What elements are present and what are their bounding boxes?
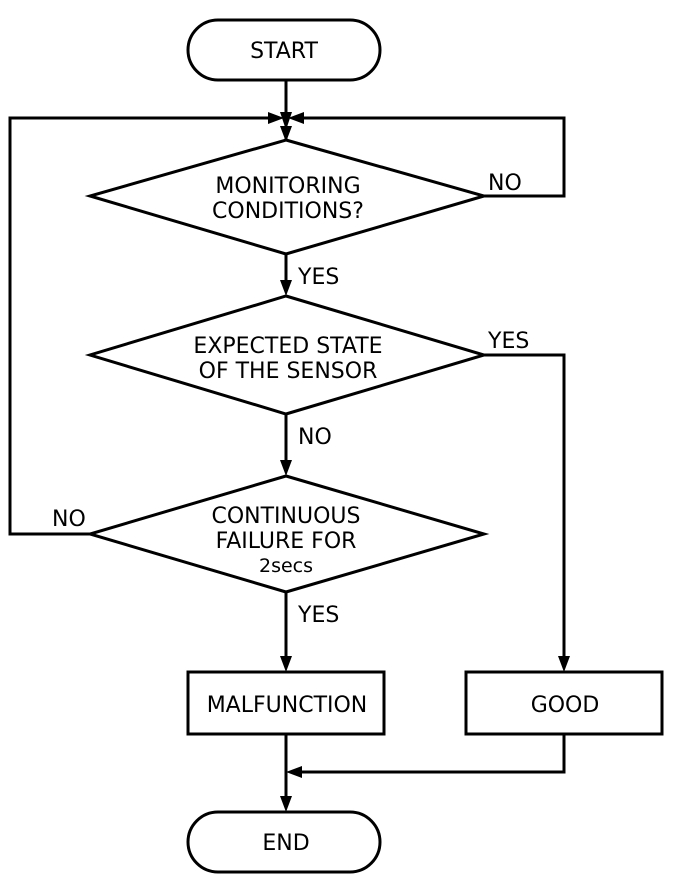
end-label: END — [262, 831, 309, 856]
expected-label-line2: OF THE SENSOR — [199, 359, 378, 384]
continuous-label-line3: 2secs — [259, 555, 313, 577]
continuous-label-line1: CONTINUOUS — [211, 504, 360, 529]
arrowheads — [268, 112, 570, 812]
monitoring-no-loop-line — [292, 116, 566, 198]
expected-label-line1: EXPECTED STATE — [193, 334, 382, 359]
continuous-yes-label: YES — [297, 603, 339, 628]
continuous-decision-shape — [84, 474, 490, 594]
monitoring-decision-shape — [84, 138, 490, 256]
continuous-no-label: NO — [52, 507, 86, 532]
continuous-label-line2: FAILURE FOR — [216, 529, 357, 554]
malfunction-process-shape — [186, 670, 386, 736]
arrowhead-good-return — [286, 766, 302, 778]
malfunction-process: MALFUNCTION — [186, 670, 386, 736]
arrowhead-into-malfunction — [280, 656, 292, 672]
continuous-no-loop-line — [8, 116, 280, 536]
end-terminal-shape — [186, 810, 382, 874]
start-terminal: START — [186, 18, 382, 82]
expected-yes-label: YES — [487, 329, 529, 354]
arrowhead-continuous-no-return — [268, 112, 284, 124]
expected-no-label: NO — [298, 425, 332, 450]
arrowhead-monitoring-no-return — [288, 112, 304, 124]
expected-decision: EXPECTED STATE OF THE SENSOR — [84, 294, 490, 416]
start-label: START — [250, 39, 318, 64]
monitoring-yes-label: YES — [297, 265, 339, 290]
arrowhead-into-continuous — [280, 460, 292, 476]
monitoring-label-line1: MONITORING — [215, 174, 360, 199]
monitoring-no-label: NO — [488, 171, 522, 196]
arrowhead-into-expected — [280, 280, 292, 296]
start-terminal-shape — [186, 18, 382, 82]
good-process: GOOD — [464, 670, 664, 736]
monitoring-decision: MONITORING CONDITIONS? — [84, 138, 490, 256]
good-to-end-line — [296, 734, 566, 774]
good-process-shape — [464, 670, 664, 736]
monitoring-label-line2: CONDITIONS? — [212, 199, 364, 224]
arrowhead-into-end — [280, 796, 292, 812]
arrowhead-into-monitoring — [280, 126, 292, 142]
expected-decision-shape — [84, 294, 490, 416]
end-terminal: END — [186, 810, 382, 874]
good-label: GOOD — [531, 693, 600, 718]
continuous-decision: CONTINUOUS FAILURE FOR 2secs — [84, 474, 490, 594]
malfunction-label: MALFUNCTION — [207, 693, 368, 718]
arrowhead-into-good — [558, 656, 570, 672]
connectors — [8, 80, 566, 804]
arrowhead-into-loop-junction — [280, 112, 292, 130]
expected-yes-line — [484, 353, 566, 664]
